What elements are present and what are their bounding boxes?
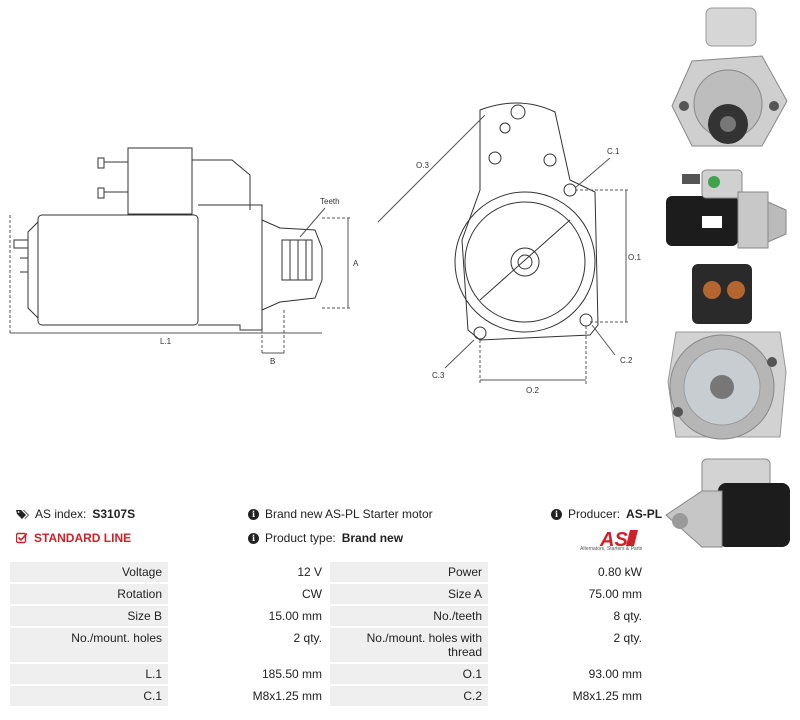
spec-value: M8x1.25 mm: [490, 686, 648, 706]
spec-value: 93.00 mm: [490, 664, 648, 684]
tags-icon: [16, 509, 29, 520]
label-b: B: [270, 357, 275, 366]
front-view-drawing: [454, 102, 599, 341]
spec-label: Voltage: [10, 562, 168, 582]
description-row: i Brand new AS-PL Starter motor: [248, 507, 433, 521]
photo-rear-view: [662, 262, 794, 452]
logo-subtitle: Alternators, Starters & Parts: [580, 546, 643, 552]
standard-line-row: STANDARD LINE: [16, 531, 131, 545]
spec-value: 8 qty.: [490, 606, 648, 626]
spec-label: No./mount. holes: [10, 628, 168, 662]
info-icon: i: [248, 532, 259, 544]
label-o2: O.2: [526, 386, 539, 395]
label-c3: C.3: [432, 371, 445, 380]
standard-line-label: STANDARD LINE: [34, 531, 132, 545]
product-type-row: i Product type: Brand new: [248, 531, 403, 545]
info-icon: i: [248, 508, 259, 520]
label-a: A: [353, 259, 359, 268]
spec-value: 12 V: [170, 562, 328, 582]
label-c2: C.2: [620, 356, 633, 365]
product-type-value: Brand new: [341, 531, 404, 545]
label-teeth: Teeth: [320, 197, 340, 206]
spec-label: No./mount. holes with thread: [330, 628, 488, 662]
label-o3: O.3: [416, 161, 429, 170]
checkbox-icon: [16, 532, 28, 544]
info-icon: i: [551, 508, 562, 520]
photo-side-view: [662, 162, 794, 258]
spec-value: 2 qty.: [490, 628, 648, 662]
spec-value: 2 qty.: [170, 628, 328, 662]
label-o1: O.1: [628, 253, 641, 262]
spec-label: Size A: [330, 584, 488, 604]
label-c1: C.1: [607, 147, 620, 156]
product-description: Brand new AS-PL Starter motor: [265, 507, 433, 521]
spec-value: 15.00 mm: [170, 606, 328, 626]
spec-value: 75.00 mm: [490, 584, 648, 604]
as-pl-logo: AS: [599, 529, 638, 551]
as-index-value: S3107S: [92, 507, 136, 521]
photo-front-view: [662, 6, 794, 162]
spec-label: Size B: [10, 606, 168, 626]
producer-row: i Producer: AS-PL: [551, 507, 662, 521]
spec-label: Power: [330, 562, 488, 582]
spec-label: No./teeth: [330, 606, 488, 626]
spec-value: 185.50 mm: [170, 664, 328, 684]
spec-label: O.1: [330, 664, 488, 684]
spec-label: C.2: [330, 686, 488, 706]
spec-value: M8x1.25 mm: [170, 686, 328, 706]
producer-label: Producer:: [568, 507, 621, 521]
product-type-label: Product type:: [265, 531, 336, 545]
as-index-label: AS index:: [35, 507, 87, 521]
spec-label: Rotation: [10, 584, 168, 604]
side-view-drawing: [13, 147, 323, 331]
spec-label: C.1: [10, 686, 168, 706]
spec-value: 0.80 kW: [490, 562, 648, 582]
technical-drawings: Teeth A L.1 B O.3 C.1 O.1 C.2 C.3 O.2: [9, 102, 641, 395]
svg-text:AS: AS: [599, 529, 628, 551]
spec-label: L.1: [10, 664, 168, 684]
label-l1: L.1: [160, 337, 172, 346]
photo-angled-view: [662, 455, 794, 550]
producer-value: AS-PL: [626, 507, 663, 521]
as-index-row: AS index: S3107S: [16, 507, 135, 521]
spec-value: CW: [170, 584, 328, 604]
